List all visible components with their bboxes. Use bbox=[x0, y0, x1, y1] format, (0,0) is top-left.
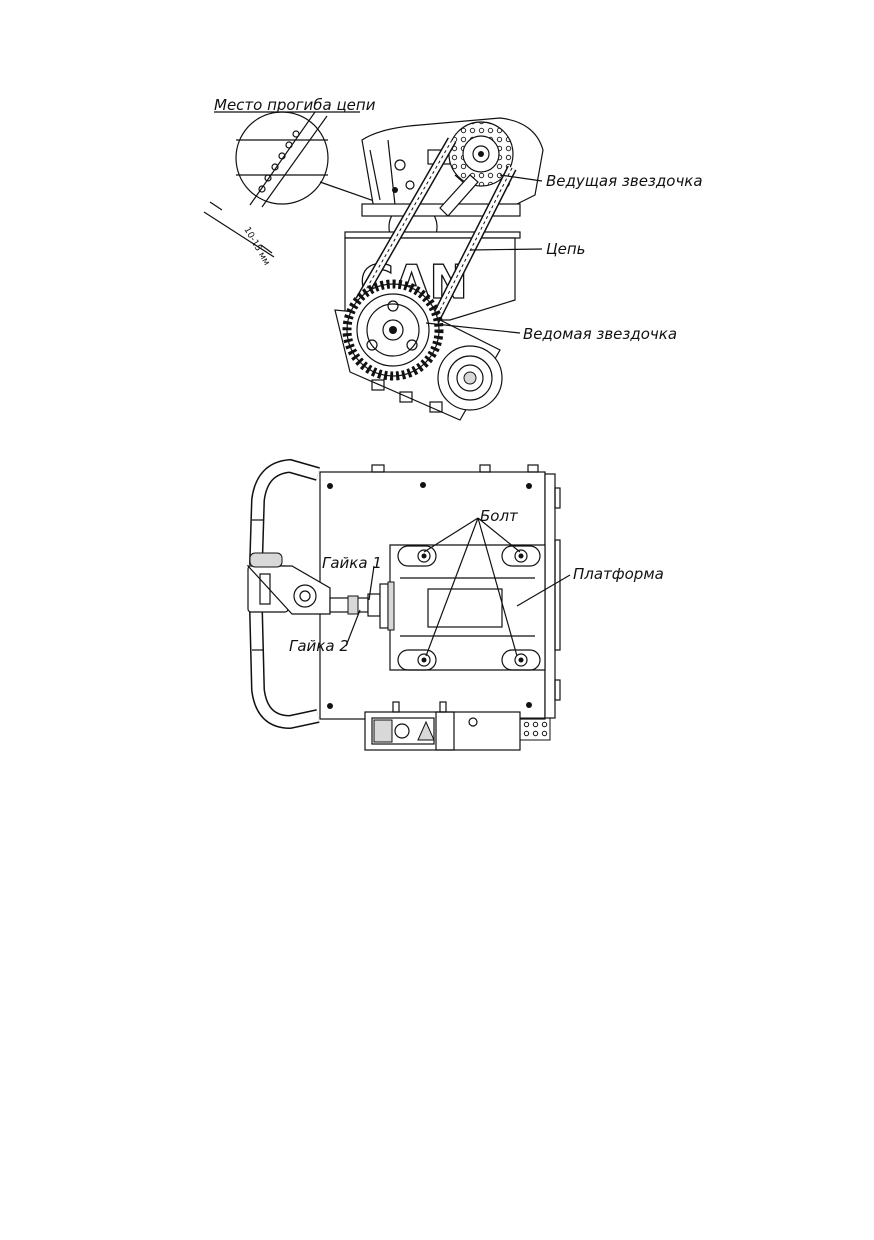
platform-bolt-slots bbox=[397, 545, 541, 671]
detail-chain-links bbox=[258, 130, 300, 193]
platform-plate bbox=[389, 544, 546, 671]
label-chain-bend-point: Место прогиба цепи bbox=[214, 96, 376, 114]
label-drive-sprocket: Ведущая звездочка bbox=[546, 172, 703, 190]
detail-magnifier bbox=[235, 111, 438, 252]
chain-strands bbox=[355, 137, 517, 333]
platform-figure: Болт Гайка 1 Гайка 2 Платформа bbox=[246, 458, 664, 751]
label-nut2: Гайка 2 bbox=[289, 637, 349, 655]
bolt-heads bbox=[417, 549, 528, 667]
label-platform: Платформа bbox=[573, 565, 664, 583]
driven-sprocket bbox=[342, 279, 444, 381]
label-chain: Цепь bbox=[546, 240, 586, 258]
label-nut1: Гайка 1 bbox=[322, 554, 382, 572]
deflection-dimension: 10-15 мм bbox=[203, 201, 275, 268]
label-driven-sprocket: Ведомая звездочка bbox=[523, 325, 677, 343]
control-box bbox=[364, 701, 551, 751]
label-bolt: Болт bbox=[480, 507, 519, 525]
drive-sprocket bbox=[448, 121, 514, 187]
deflection-text: 10-15 мм bbox=[241, 226, 271, 268]
figure1-leaders bbox=[214, 111, 543, 334]
handle-bar bbox=[249, 458, 320, 730]
figure2-leaders bbox=[345, 517, 571, 657]
tensioner-assembly bbox=[246, 552, 395, 631]
chain-drive-figure: 10-15 мм CAN bbox=[203, 96, 703, 421]
